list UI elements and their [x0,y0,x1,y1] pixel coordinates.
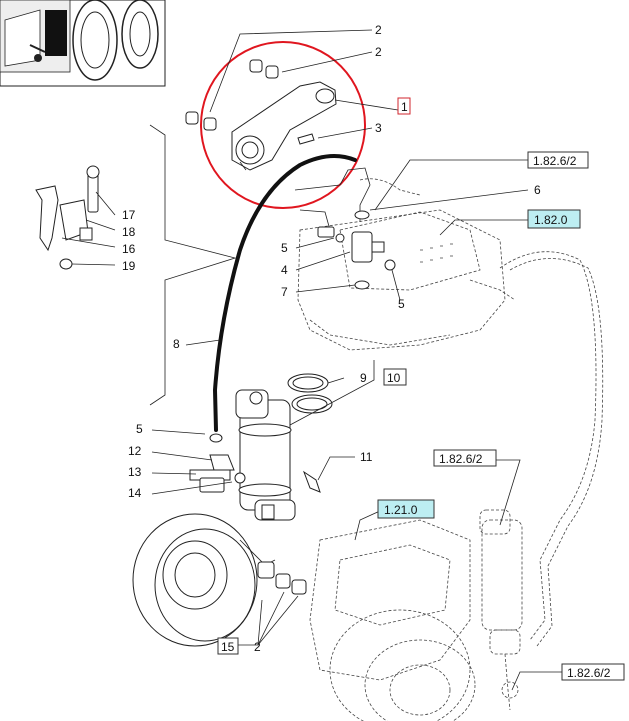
callout-5c: 5 [136,422,143,436]
callout-19: 19 [122,259,136,273]
callout-17: 17 [122,208,136,222]
transmission-housing [297,178,604,647]
ref-2: 1.82.0 [534,213,568,227]
bushings-top [185,59,279,131]
final-drive-disc [132,513,307,647]
callout-12: 12 [128,444,142,458]
callout-11: 11 [360,450,373,464]
hydraulic-hose [212,154,357,432]
highlight-circle [200,41,366,209]
rear-axle-housing [309,519,476,721]
seals [287,373,333,414]
callout-1-box [397,97,411,115]
callout-2c: 2 [254,640,261,654]
lift-arm [231,81,337,171]
leader-lines [61,29,562,691]
ref-5: 1.82.6/2 [567,666,611,680]
callout-9: 9 [360,371,367,385]
callout-5a: 5 [281,241,288,255]
callout-16: 16 [122,242,136,256]
bracket-assembly [35,165,100,270]
callout-15: 15 [221,640,235,654]
callout-2a: 2 [375,23,382,37]
callout-6: 6 [534,183,541,197]
ref-box-3 [433,449,497,467]
callout-13: 13 [128,465,142,479]
ref-1: 1.82.6/2 [533,154,577,168]
callout-2b: 2 [375,45,382,59]
callout-1: 1 [401,100,408,114]
valve-block [317,210,396,290]
callout-18: 18 [122,225,136,239]
lift-cylinder [235,389,296,521]
ref-3: 1.82.6/2 [439,452,483,466]
ref-box-5 [561,663,625,681]
ref-4: 1.21.0 [384,503,418,517]
cylinder-fittings [189,433,246,493]
pin [302,470,321,493]
ref-box-4 [377,499,435,519]
callout-8: 8 [173,337,180,351]
callout-10: 10 [387,371,401,385]
callout-4: 4 [281,263,288,277]
callout-5b: 5 [398,297,405,311]
callout-3: 3 [375,121,382,135]
ref-box-2 [527,209,581,229]
tractor-thumbnail [0,0,166,87]
hydraulic-pipe [294,167,371,222]
callout-10-box [383,368,407,386]
ref-box-1 [527,151,589,169]
callout-14: 14 [128,486,142,500]
callout-7: 7 [281,285,288,299]
right-lift-cylinder [479,509,523,711]
callout-15-box [217,637,239,655]
